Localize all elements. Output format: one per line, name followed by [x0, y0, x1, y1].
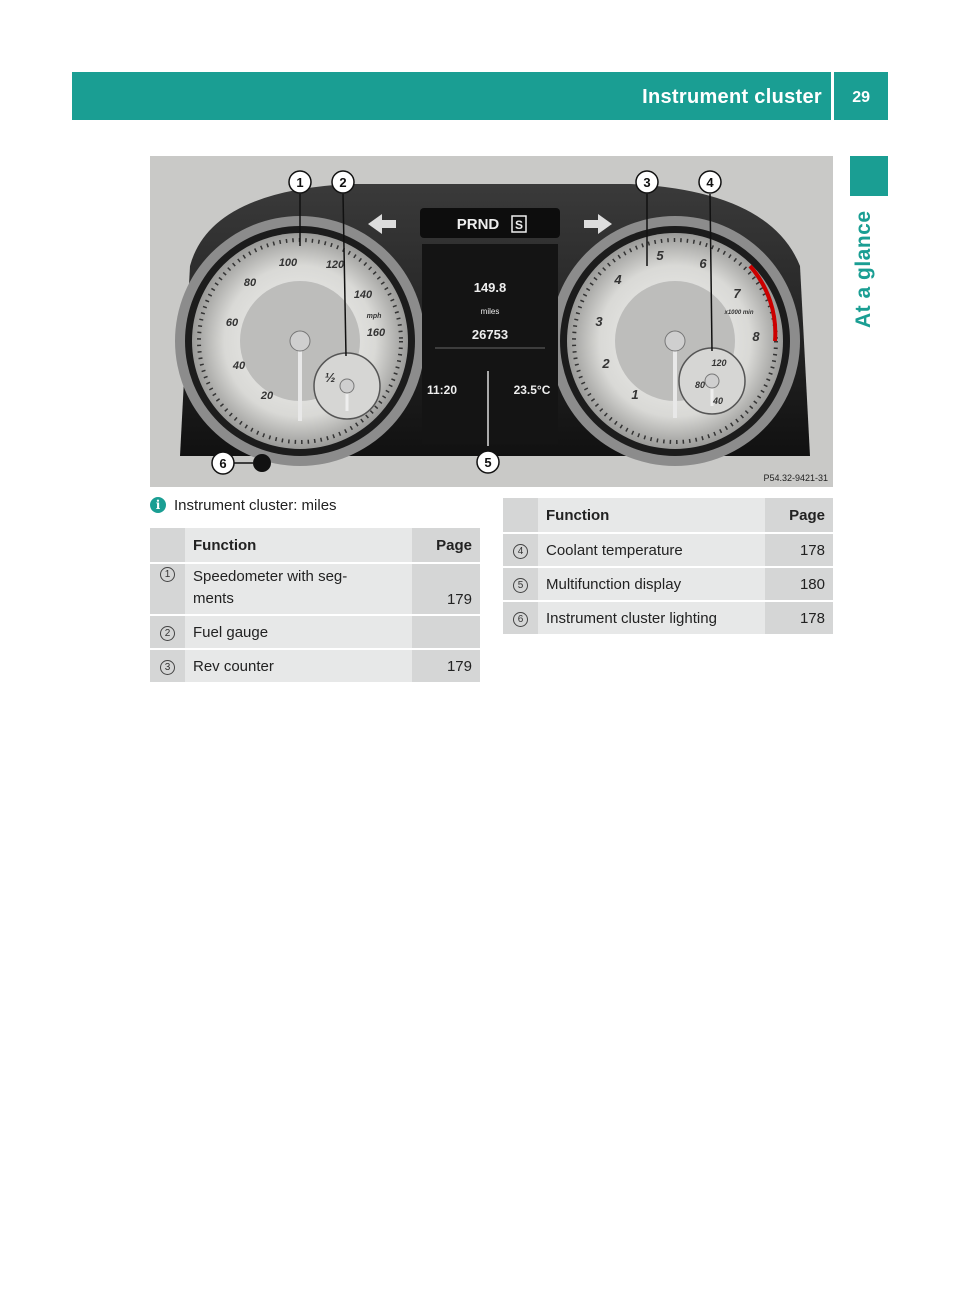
speed-label-20: 20	[260, 390, 274, 402]
row-number: 1	[150, 564, 185, 614]
lighting-knob	[253, 454, 271, 472]
header-function: Function	[538, 498, 765, 532]
row-page: 180	[765, 568, 833, 600]
speed-label-100: 100	[279, 257, 298, 269]
table-header-row: Function Page	[503, 498, 833, 532]
row-number: 2	[150, 616, 185, 648]
row-page: 178	[765, 602, 833, 634]
rev-unit: x1000 min	[723, 310, 753, 316]
rev-label-4: 4	[613, 272, 622, 287]
outside-temperature: 23.5°C	[514, 383, 551, 397]
row-page: 178	[765, 534, 833, 566]
chapter-title: Instrument cluster	[642, 86, 822, 108]
table-row: 3 Rev counter 179	[150, 650, 480, 682]
header-page: Page	[765, 498, 833, 532]
caption-text: Instrument cluster: miles	[174, 496, 337, 514]
callout-number-4: 4	[706, 175, 714, 190]
figure-caption: i Instrument cluster: miles	[150, 496, 480, 520]
instrument-cluster-figure: 1 2 3 4 5 6 PRND S 149.8 miles 26753 11:…	[150, 156, 833, 487]
distance-unit: miles	[481, 307, 500, 316]
rev-label-6: 6	[699, 256, 707, 271]
rev-label-7: 7	[733, 286, 741, 301]
turn-signal-right-icon	[584, 214, 612, 234]
sport-mode-box	[511, 215, 527, 233]
callout-number-5: 5	[484, 455, 491, 470]
rev-label-2: 2	[601, 356, 610, 371]
trip-distance: 149.8	[474, 280, 507, 295]
row-number: 3	[150, 650, 185, 682]
chapter-header-bar: Instrument cluster 29	[72, 72, 888, 120]
callout-number-2: 2	[339, 175, 346, 190]
coolant-gauge-hub	[704, 373, 720, 389]
fuel-gauge-hub	[339, 378, 355, 394]
multifunction-display	[422, 244, 558, 444]
row-function: Rev counter	[185, 650, 412, 682]
table-row: 2 Fuel gauge	[150, 616, 480, 648]
coolant-label-80: 80	[695, 380, 705, 390]
fuel-half-mark: ½	[325, 370, 336, 385]
coolant-label-40: 40	[712, 396, 723, 406]
odometer: 26753	[472, 327, 508, 342]
speed-label-160: 160	[367, 327, 386, 339]
speedometer-hub	[289, 330, 311, 352]
callout-number-6: 6	[219, 456, 226, 471]
rev-label-5: 5	[656, 248, 664, 263]
info-icon: i	[150, 497, 166, 514]
row-function: Multifunction display	[538, 568, 765, 600]
callout-line-4	[709, 193, 713, 352]
row-function: Coolant temperature	[538, 534, 765, 566]
clock: 11:20	[427, 383, 457, 397]
callout-circle-4	[698, 170, 722, 194]
function-table-left: Function Page 1 Speedometer with seg-men…	[150, 526, 480, 684]
rev-counter-hub	[664, 330, 686, 352]
rev-label-3: 3	[595, 314, 603, 329]
row-page: 179	[412, 650, 480, 682]
header-separator	[831, 72, 834, 120]
side-tab-label: At a glance	[852, 210, 875, 328]
side-tab-marker	[850, 156, 888, 196]
function-table-right: Function Page 4 Coolant temperature 178 …	[503, 496, 833, 636]
sport-mode-text: S	[515, 218, 523, 232]
row-function: Instrument cluster lighting	[538, 602, 765, 634]
callout-number-3: 3	[643, 175, 650, 190]
row-page: 179	[412, 564, 480, 614]
callout-circle-1	[288, 170, 312, 194]
speed-label-140: 140	[354, 289, 373, 301]
speed-label-60: 60	[226, 317, 239, 329]
callout-circle-3	[635, 170, 659, 194]
header-number-cell	[150, 528, 185, 562]
speed-label-80: 80	[244, 277, 257, 289]
instrument-cluster-illustration: 1 2 3 4 5 6 PRND S 149.8 miles 26753 11:…	[175, 170, 828, 483]
speed-label-40: 40	[232, 360, 246, 372]
callout-circle-6	[211, 451, 235, 475]
callout-circle-5	[476, 450, 500, 474]
table-row: 4 Coolant temperature 178	[503, 534, 833, 566]
callout-line-2	[342, 193, 347, 357]
gear-selector-text: PRND	[457, 216, 500, 233]
row-function: Speedometer with seg-ments	[185, 564, 412, 614]
image-code: P54.32-9421-31	[763, 473, 828, 483]
speed-label-120: 120	[326, 259, 345, 271]
page-number: 29	[852, 89, 870, 106]
rev-label-8: 8	[752, 329, 760, 344]
coolant-label-120: 120	[711, 358, 726, 368]
row-function: Fuel gauge	[185, 616, 412, 648]
row-number: 4	[503, 534, 538, 566]
speed-unit: mph	[367, 313, 382, 320]
row-page	[412, 616, 480, 648]
rev-label-1: 1	[631, 387, 638, 402]
header-function: Function	[185, 528, 412, 562]
header-page: Page	[412, 528, 480, 562]
row-number: 6	[503, 602, 538, 634]
redline-arc	[748, 264, 778, 342]
header-number-cell	[503, 498, 538, 532]
row-number: 5	[503, 568, 538, 600]
callout-circle-2	[331, 170, 355, 194]
turn-signal-left-icon	[368, 214, 396, 234]
callout-number-1: 1	[296, 175, 303, 190]
table-row: 5 Multifunction display 180	[503, 568, 833, 600]
table-row: 1 Speedometer with seg-ments 179	[150, 564, 480, 614]
table-row: 6 Instrument cluster lighting 178	[503, 602, 833, 634]
table-header-row: Function Page	[150, 528, 480, 562]
